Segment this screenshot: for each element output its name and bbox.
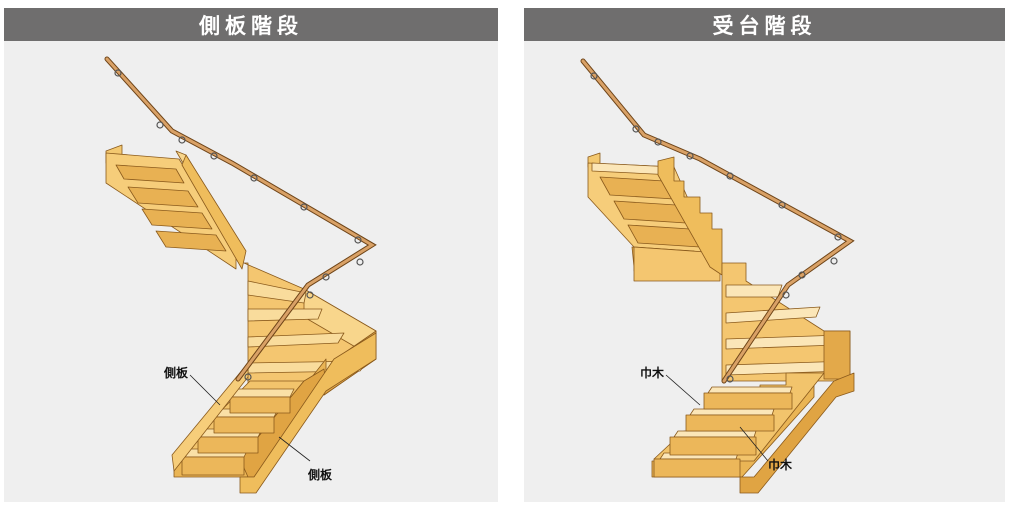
stair-illustration: 側板 側板: [4, 41, 498, 502]
panel-title: 受台階段: [524, 8, 1005, 41]
label-baseboard-outer: 巾木: [768, 458, 793, 472]
leader-line: [739, 426, 769, 462]
label-side-board-outer: 側板: [308, 468, 333, 482]
side-board-stair-diagram: [104, 56, 377, 494]
leader-line: [189, 374, 221, 406]
label-baseboard-inner: 巾木: [640, 366, 665, 380]
panel-title: 側板階段: [4, 8, 498, 41]
leader-line: [665, 374, 701, 406]
panel-carriage-stairs: 受台階段: [524, 8, 1005, 502]
carriage-stair-diagram: [580, 58, 855, 494]
panel-side-board-stairs: 側板階段: [4, 8, 498, 502]
leader-line: [278, 436, 311, 462]
stair-illustration: 巾木 巾木: [524, 41, 1005, 502]
label-side-board-inner: 側板: [164, 366, 189, 380]
